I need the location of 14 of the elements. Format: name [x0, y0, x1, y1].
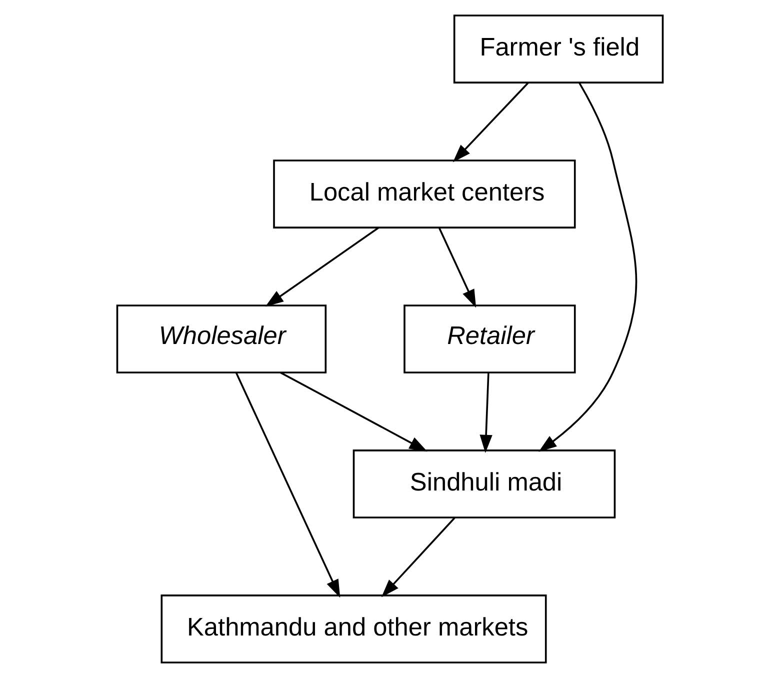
arrow	[538, 82, 638, 452]
arrow	[438, 228, 476, 308]
arrow	[235, 372, 340, 598]
arrow	[480, 372, 492, 453]
arrow	[452, 82, 529, 162]
node-box: Farmer 's field	[453, 14, 664, 84]
arrow	[280, 372, 428, 452]
node-box: Sindhuli madi	[352, 450, 616, 518]
node-box: Retailer	[404, 304, 576, 374]
arrow	[265, 226, 380, 307]
node-box: Local market centers	[273, 160, 576, 228]
node-box: Wholesaler	[116, 304, 327, 374]
node-box: Kathmandu and other markets	[160, 594, 547, 664]
arrow	[381, 517, 456, 598]
